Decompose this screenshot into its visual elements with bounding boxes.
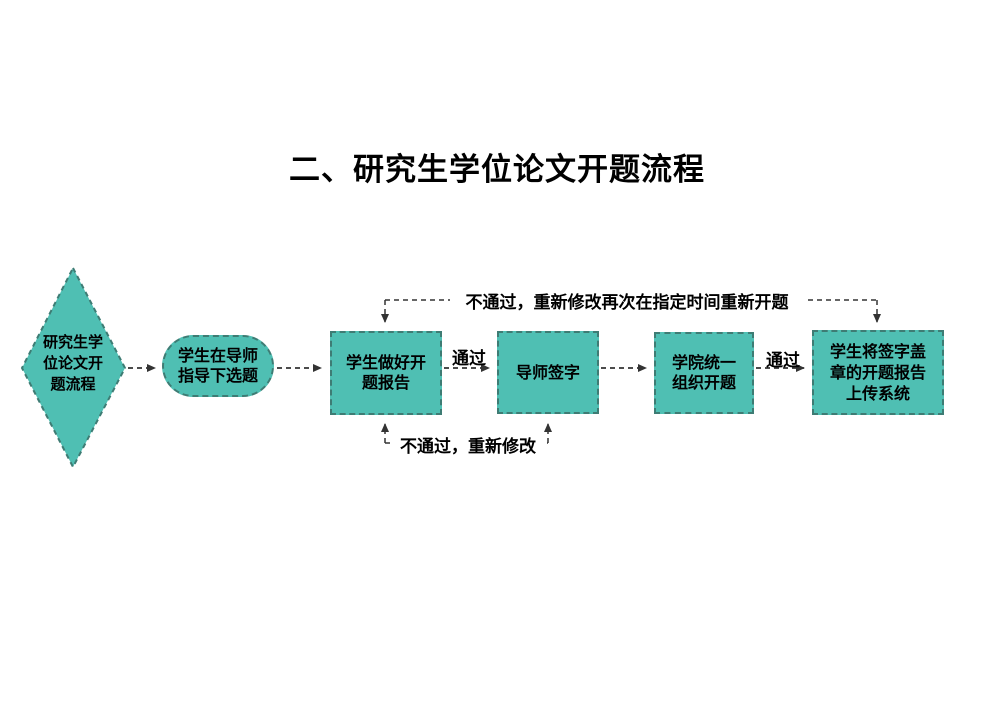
edge-label-fail-revise: 不通过，重新修改 bbox=[392, 432, 544, 457]
node-prepare-report: 学生做好开 题报告 bbox=[330, 331, 442, 415]
node-select-topic: 学生在导师 指导下选题 bbox=[162, 335, 274, 397]
edge-label-pass-2: 通过 bbox=[766, 351, 800, 371]
edge-label-fail-revise-retry: 不通过，重新修改再次在指定时间重新开题 bbox=[450, 288, 804, 313]
edge-label-pass-1: 通过 bbox=[452, 349, 486, 369]
node-college-organize: 学院统一 组织开题 bbox=[654, 332, 754, 414]
node-advisor-sign: 导师签字 bbox=[497, 331, 599, 414]
node-upload-system: 学生将签字盖 章的开题报告 上传系统 bbox=[812, 330, 944, 415]
start-diamond-shape bbox=[20, 265, 127, 470]
page-title: 二、研究生学位论文开题流程 bbox=[289, 152, 705, 188]
node-start-label: 研究生学 位论文开 题流程 bbox=[42, 333, 103, 393]
